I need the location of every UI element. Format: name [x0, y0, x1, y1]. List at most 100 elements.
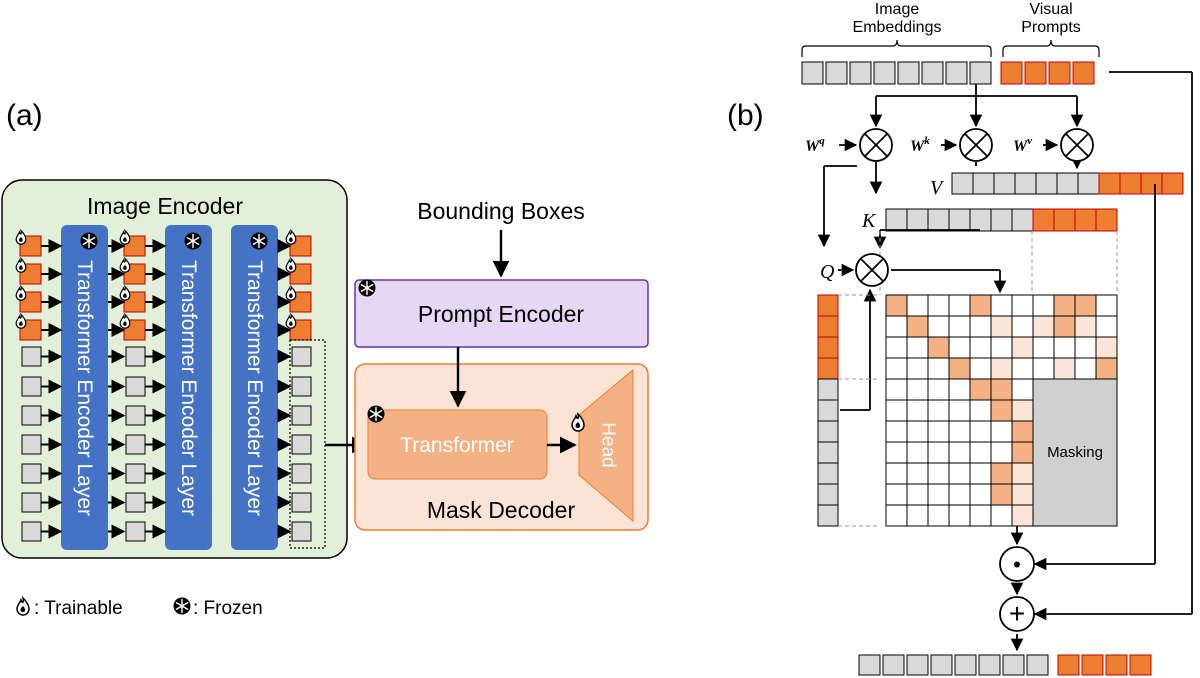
attention-cell — [927, 504, 950, 527]
plus-symbol: + — [1009, 598, 1025, 629]
image-token — [21, 492, 42, 513]
attention-cell — [969, 420, 992, 443]
image-token — [21, 376, 42, 397]
v-image-token — [951, 172, 974, 195]
panel-b-label: (b) — [727, 99, 764, 132]
masking-region — [1032, 378, 1118, 527]
attention-cell — [990, 378, 1013, 401]
head-label: Head — [598, 422, 619, 467]
attention-cell — [927, 336, 950, 359]
attention-cell — [948, 357, 971, 380]
image-token — [291, 376, 312, 397]
image-token — [125, 521, 146, 542]
attention-cell — [990, 504, 1013, 527]
attention-cell — [1074, 294, 1097, 317]
attention-cell — [885, 378, 908, 401]
attention-cell — [990, 315, 1013, 338]
attention-cell — [1053, 294, 1076, 317]
output-token-selection — [289, 339, 326, 549]
attention-cell — [969, 294, 992, 317]
image-token — [21, 434, 42, 455]
image-encoder-title: Image Encoder — [87, 193, 243, 219]
attention-cell — [969, 378, 992, 401]
multiply-op-qk — [855, 253, 889, 287]
image-token — [291, 492, 312, 513]
attention-cell — [1032, 315, 1055, 338]
head-block — [578, 368, 634, 523]
attention-cell — [948, 504, 971, 527]
attention-cell — [927, 357, 950, 380]
image-token — [291, 463, 312, 484]
attention-cell — [885, 462, 908, 485]
attention-cell — [885, 483, 908, 506]
prompt-encoder-box — [354, 279, 649, 348]
image-token — [291, 521, 312, 542]
k-label: K — [861, 210, 877, 232]
attention-cell — [1032, 294, 1055, 317]
image-embeddings-brace — [801, 39, 992, 57]
attention-cell — [1074, 315, 1097, 338]
image-embeddings-label: Image — [875, 1, 920, 18]
attention-cell — [1032, 357, 1055, 380]
attention-cell — [927, 441, 950, 464]
v-prompt-token — [1119, 172, 1142, 195]
attention-cell — [990, 294, 1013, 317]
attention-cell — [1095, 315, 1118, 338]
attention-cell — [906, 336, 929, 359]
visual-prompts-label: Prompts — [1021, 19, 1081, 36]
attention-cell — [1011, 294, 1034, 317]
k-image-token — [906, 208, 929, 232]
multiply-op-q — [859, 128, 893, 162]
v-image-token — [993, 172, 1016, 195]
attention-cell — [948, 378, 971, 401]
attention-cell — [927, 399, 950, 422]
wq-sup: q — [819, 135, 825, 147]
input-image-token — [897, 61, 920, 85]
attention-cell — [927, 315, 950, 338]
image-token — [21, 405, 42, 426]
attention-cell — [1053, 336, 1076, 359]
wk-sup: k — [924, 135, 930, 147]
v-prompt-token — [1098, 172, 1121, 195]
attention-cell — [885, 441, 908, 464]
attention-cell — [948, 315, 971, 338]
k-image-token — [969, 208, 992, 232]
v-image-token — [1014, 172, 1037, 195]
attention-cell — [1095, 294, 1118, 317]
attention-cell — [969, 462, 992, 485]
bounding-boxes-label: Bounding Boxes — [417, 198, 585, 224]
trainable-icon — [16, 597, 30, 616]
frozen-icon — [172, 596, 192, 616]
image-token — [21, 463, 42, 484]
image-token — [21, 346, 42, 367]
masking-label: Masking — [1047, 444, 1103, 461]
output-prompt-token — [1105, 654, 1128, 676]
attention-cell — [990, 483, 1013, 506]
attention-cell — [1011, 315, 1034, 338]
attention-cell — [1032, 336, 1055, 359]
q-image-token — [817, 441, 839, 464]
attention-cell — [969, 399, 992, 422]
k-image-token — [948, 208, 971, 232]
frozen-icon — [249, 231, 269, 251]
attention-cell — [1011, 504, 1034, 527]
attention-cell — [1011, 378, 1034, 401]
input-prompt-token — [1048, 61, 1071, 85]
input-image-token — [801, 61, 824, 85]
k-image-token — [1011, 208, 1034, 232]
attention-cell — [927, 483, 950, 506]
attention-cell — [948, 336, 971, 359]
attention-cell — [885, 357, 908, 380]
attention-cell — [948, 462, 971, 485]
attention-cell — [948, 399, 971, 422]
output-image-token — [1002, 654, 1025, 676]
q-label: Q — [820, 261, 835, 283]
output-image-token — [1026, 654, 1049, 676]
wv-base: W — [1013, 138, 1029, 155]
visual-prompts-label: Visual — [1029, 1, 1072, 18]
v-image-token — [972, 172, 995, 195]
output-image-token — [978, 654, 1001, 676]
attention-cell — [927, 378, 950, 401]
token-columns — [15, 229, 312, 542]
encoder-layer-1: Transformer Encoder Layer — [61, 225, 108, 550]
